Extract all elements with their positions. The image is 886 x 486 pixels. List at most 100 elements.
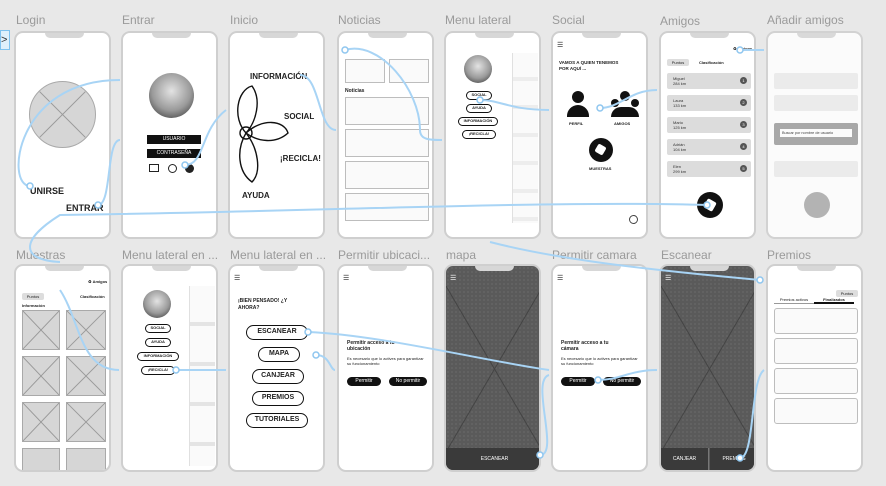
- frame-permitir-ubicacion[interactable]: ☰ Permitir acceso a tu ubicación Es nece…: [337, 264, 434, 472]
- frame-menu-lateral-en-1[interactable]: SOCIAL AYUDA INFORMACIÓN ¡RECICLA!: [121, 264, 218, 472]
- rank-badge: 3: [740, 121, 747, 128]
- google-icon[interactable]: [168, 164, 177, 173]
- contrasena-field[interactable]: CONTRASEÑA: [147, 149, 201, 158]
- frame-premios[interactable]: Puntos Premios activos Finalizados: [766, 264, 863, 472]
- frame-inicio[interactable]: INFORMACIÓN SOCIAL ¡RECICLA! AYUDA: [228, 31, 325, 239]
- sample-thumbnail[interactable]: [22, 402, 60, 442]
- greeting: ¡BIEN PENSADO! ¿Y AHORA?: [238, 298, 288, 311]
- deny-button[interactable]: No permitir: [389, 377, 427, 386]
- canjear-button[interactable]: CANJEAR: [252, 369, 304, 384]
- frame-permitir-camara[interactable]: ☰ Permitir acceso a tu cámara Es necesar…: [551, 264, 648, 472]
- frame-label-social: Social: [552, 13, 585, 27]
- frame-label-muestras: Muestras: [16, 248, 66, 262]
- menu-item-informacion[interactable]: INFORMACIÓN: [137, 352, 179, 361]
- news-card[interactable]: [345, 129, 429, 157]
- recicla-label[interactable]: ¡RECICLA!: [280, 154, 321, 163]
- amigos-icon[interactable]: [611, 91, 639, 117]
- escanear-button[interactable]: ESCANEAR: [446, 448, 539, 470]
- row-name: Mario: [673, 120, 684, 125]
- social-label[interactable]: SOCIAL: [284, 112, 315, 121]
- news-card[interactable]: [345, 97, 429, 125]
- tutoriales-button[interactable]: TUTORIALES: [246, 413, 308, 428]
- informacion-label[interactable]: INFORMACIÓN: [250, 72, 308, 81]
- menu-item-social[interactable]: SOCIAL: [145, 324, 171, 333]
- sample-thumbnail[interactable]: [66, 310, 106, 350]
- news-card[interactable]: [345, 193, 429, 221]
- muestras-icon[interactable]: [589, 138, 613, 162]
- menu-item-recicla[interactable]: ¡RECICLA!: [141, 366, 175, 375]
- frame-social[interactable]: ☰ VAMOS A QUIEN TENEMOS POR AQUÍ ... PER…: [551, 31, 648, 239]
- perfil-icon[interactable]: [567, 91, 589, 117]
- hamburger-icon[interactable]: ☰: [665, 275, 672, 282]
- premios-button[interactable]: PREMIOS: [710, 448, 754, 470]
- hamburger-icon[interactable]: ☰: [234, 275, 241, 282]
- sample-thumbnail[interactable]: [66, 402, 106, 442]
- prize-card[interactable]: [774, 368, 858, 394]
- news-card[interactable]: [345, 161, 429, 189]
- add-friend-icon[interactable]: [804, 192, 830, 218]
- frame-noticias[interactable]: Noticias: [337, 31, 434, 239]
- frame-escanear[interactable]: ☰ CANJEAR PREMIOS: [659, 264, 756, 472]
- tab-premios-activos[interactable]: Premios activos: [774, 296, 814, 304]
- menu-item-ayuda[interactable]: AYUDA: [145, 338, 171, 347]
- menu-item-recicla[interactable]: ¡RECICLA!: [462, 130, 496, 139]
- usuario-field[interactable]: USUARIO: [147, 135, 201, 144]
- mapa-button[interactable]: MAPA: [258, 347, 300, 362]
- canjear-button[interactable]: CANJEAR: [661, 448, 709, 470]
- hamburger-icon[interactable]: ☰: [450, 275, 457, 282]
- search-input[interactable]: Buscar por nombre de usuario: [780, 129, 852, 137]
- premios-button[interactable]: PREMIOS: [252, 391, 304, 406]
- entrar-button[interactable]: ENTRAR: [66, 203, 104, 213]
- social-heading: VAMOS A QUIEN TENEMOS POR AQUÍ ...: [559, 60, 619, 71]
- escanear-button[interactable]: ESCANEAR: [246, 325, 308, 340]
- back-button[interactable]: Puntos: [836, 290, 858, 297]
- hamburger-icon[interactable]: ☰: [343, 275, 350, 282]
- facebook-icon[interactable]: [185, 164, 194, 173]
- share-icon[interactable]: [629, 215, 638, 224]
- back-button[interactable]: Puntos: [22, 293, 44, 300]
- frame-entrar[interactable]: USUARIO CONTRASEÑA: [121, 31, 218, 239]
- brand-name: Amigos: [737, 46, 753, 51]
- deny-button[interactable]: No permitir: [603, 377, 641, 386]
- notch: [582, 266, 621, 271]
- tab-finalizados[interactable]: Finalizados: [814, 296, 854, 304]
- sample-thumbnail[interactable]: [66, 448, 106, 470]
- sample-thumbnail[interactable]: [22, 448, 60, 470]
- add-friend-icon[interactable]: [697, 192, 723, 218]
- brand-label: ♻ Amigos: [733, 46, 752, 51]
- unirse-button[interactable]: UNIRSE: [30, 186, 65, 196]
- frame-anadir-amigos[interactable]: Buscar por nombre de usuario: [766, 31, 863, 239]
- permit-button[interactable]: Permitir: [561, 377, 595, 386]
- notch: [368, 33, 407, 38]
- permission-title: Permitir acceso a tu ubicación: [347, 340, 395, 352]
- sample-thumbnail[interactable]: [66, 356, 106, 396]
- frame-menu-lateral[interactable]: SOCIAL AYUDA INFORMACIÓN ¡RECICLA!: [444, 31, 541, 239]
- menu-item-social[interactable]: SOCIAL: [466, 91, 492, 100]
- row-name: Miguel: [673, 76, 685, 81]
- prize-card[interactable]: [774, 338, 858, 364]
- ayuda-label[interactable]: AYUDA: [242, 191, 270, 200]
- sample-thumbnail[interactable]: [22, 310, 60, 350]
- menu-item-informacion[interactable]: INFORMACIÓN: [458, 117, 498, 126]
- sidebar-toggle[interactable]: >: [0, 30, 10, 50]
- frame-muestras[interactable]: ♻ Amigos Puntos Clasificación Informació…: [14, 264, 111, 472]
- prize-card[interactable]: [774, 398, 858, 424]
- frame-mapa[interactable]: ☰ ESCANEAR: [444, 264, 541, 472]
- menu-item-ayuda[interactable]: AYUDA: [466, 104, 492, 113]
- hamburger-icon[interactable]: ☰: [557, 275, 564, 282]
- frame-menu-lateral-en-2[interactable]: ☰ ¡BIEN PENSADO! ¿Y AHORA? ESCANEAR MAPA…: [228, 264, 325, 472]
- frame-login[interactable]: UNIRSE ENTRAR: [14, 31, 111, 239]
- sample-thumbnail[interactable]: [22, 356, 60, 396]
- permit-button[interactable]: Permitir: [347, 377, 381, 386]
- search-modal[interactable]: Buscar por nombre de usuario: [774, 123, 858, 145]
- mail-icon[interactable]: [149, 164, 159, 172]
- back-button[interactable]: Puntos: [667, 59, 689, 66]
- prize-card[interactable]: [774, 308, 858, 334]
- hamburger-icon[interactable]: ☰: [557, 42, 564, 49]
